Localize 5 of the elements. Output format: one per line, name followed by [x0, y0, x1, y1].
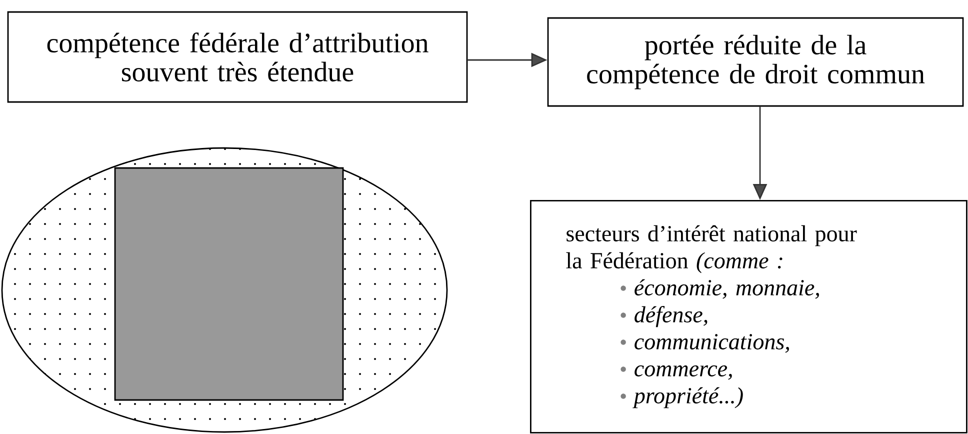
text-box: compétence fédérale d’attribution souvent très étendue — [7, 11, 468, 103]
dotted-ellipse — [1, 147, 448, 433]
text-box: portée réduite de la compétence de droit commun — [547, 17, 964, 107]
shaded-square — [114, 167, 344, 401]
text-box: secteurs d’intérêt national pour la Fédération (comme : économie, monnaie, défense, communications, commerce, propriété...) — [530, 200, 968, 434]
